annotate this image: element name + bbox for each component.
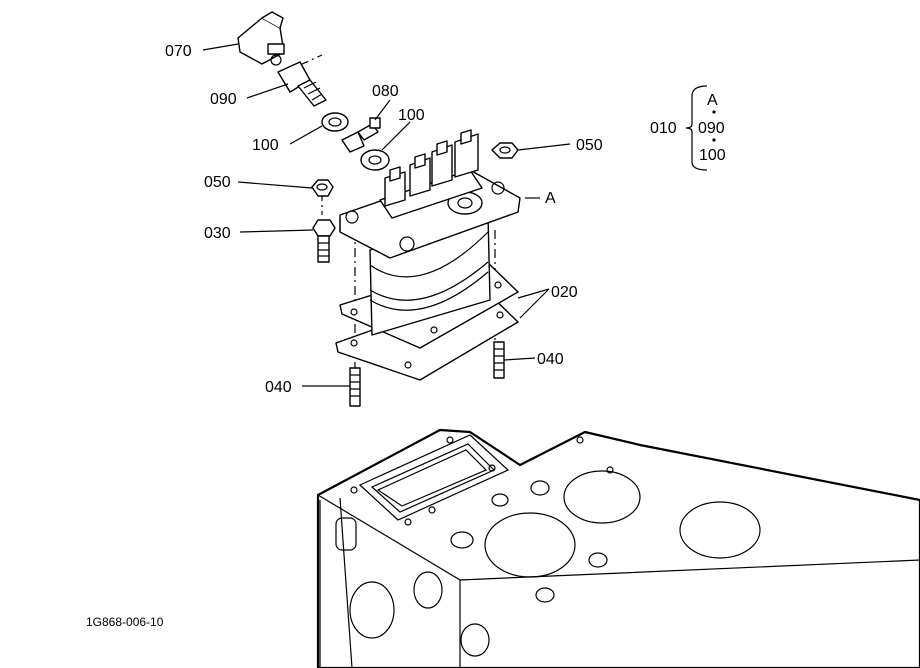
fitting-070-drawing: [237, 11, 285, 66]
injection-pump-drawing: [339, 129, 521, 336]
callout-090: 090: [210, 91, 237, 108]
eye-bolt-090-drawing: [277, 61, 327, 107]
callout-020: 020: [551, 284, 578, 301]
callout-050-left: 050: [204, 174, 231, 191]
callout-050-right: 050: [576, 137, 603, 154]
kit-item-090: 090: [698, 120, 725, 137]
leader-lines: [202, 43, 571, 387]
callout-100-upper: 100: [398, 107, 425, 124]
callout-070: 070: [165, 43, 192, 60]
kit-number: 010: [650, 120, 677, 137]
callout-040-right: 040: [537, 351, 564, 368]
kit-item-a: A: [707, 92, 718, 109]
callout-040-left: 040: [265, 379, 292, 396]
callout-080: 080: [372, 83, 399, 100]
cylinder-head-drawing: [316, 428, 920, 668]
kit-bracket: [685, 85, 716, 171]
bleeder-080-drawing: [341, 117, 381, 153]
drawing-code: 1G868-006-10: [86, 615, 164, 629]
nut-050-right-drawing: [491, 142, 519, 159]
callout-A: A: [545, 190, 556, 207]
bolt-030-drawing: [312, 219, 336, 263]
nut-050-left-drawing: [311, 179, 334, 197]
callout-100-left: 100: [252, 137, 279, 154]
kit-item-100: 100: [699, 147, 726, 164]
callout-030: 030: [204, 225, 231, 242]
washer-100-left-drawing: [321, 112, 349, 132]
washer-100-right-drawing: [360, 149, 390, 171]
